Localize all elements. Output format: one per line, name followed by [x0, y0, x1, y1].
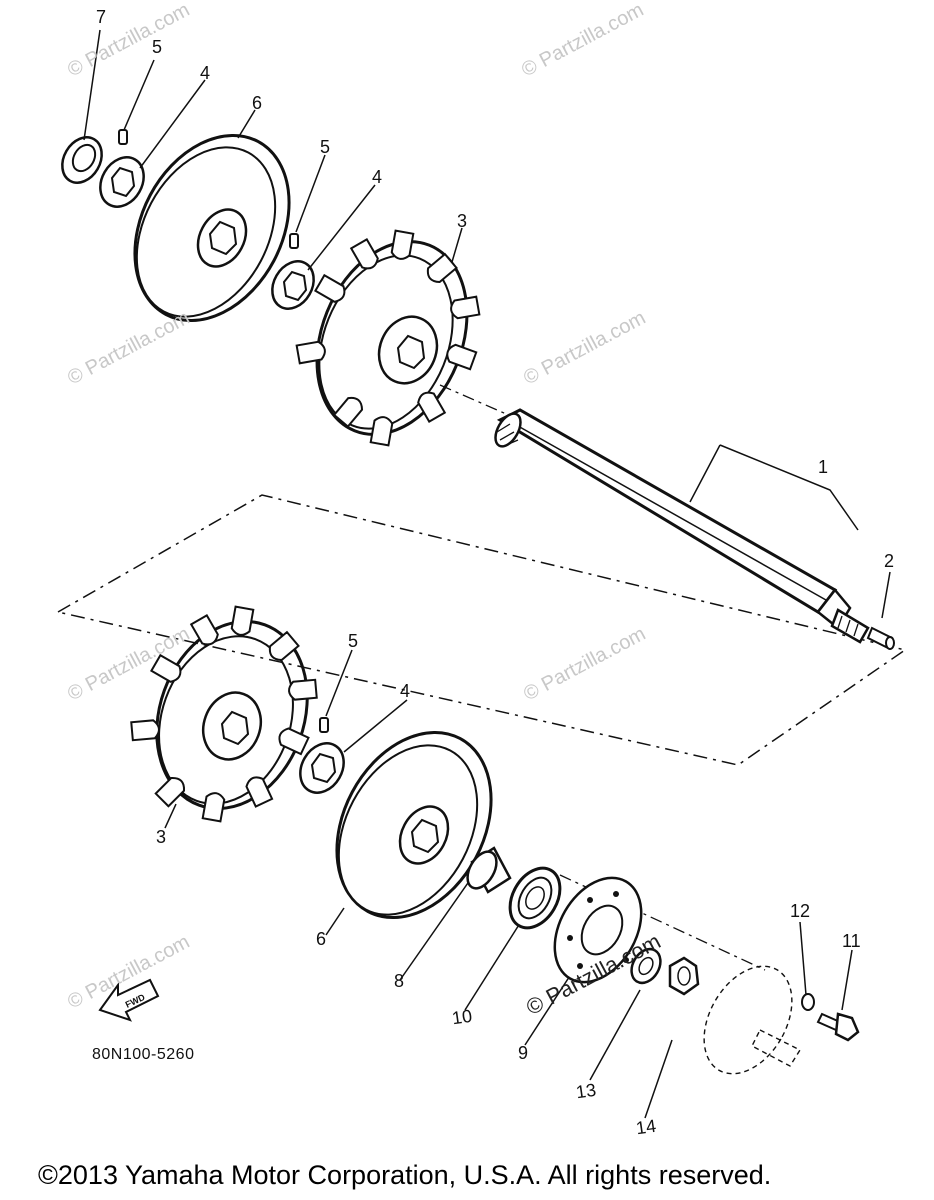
callout-10: 10 — [450, 1005, 474, 1029]
set-screw-5-top — [118, 129, 128, 145]
lock-washer-12 — [801, 993, 815, 1011]
diagram-code: 80N100-5260 — [92, 1046, 195, 1063]
hex-collar-4-top — [99, 156, 145, 208]
hex-collar-4-bottom — [299, 742, 345, 794]
callout-7: 7 — [96, 7, 107, 27]
callout-3: 3 — [457, 211, 468, 231]
callout-5: 5 — [320, 137, 331, 157]
bearing-housing-9 — [553, 876, 643, 984]
drive-sprocket-3-top — [295, 229, 481, 447]
drive-axle-1 — [494, 408, 870, 644]
callout-14: 14 — [634, 1115, 658, 1139]
washer-13 — [630, 947, 662, 985]
spacer-8 — [466, 846, 512, 894]
axle-pin-2 — [866, 626, 895, 650]
hex-collar-4-middle — [271, 260, 315, 310]
callout-1: 1 — [818, 457, 829, 477]
callout-6: 6 — [252, 93, 263, 113]
callout-9: 9 — [518, 1043, 529, 1063]
callout-3: 3 — [156, 827, 167, 847]
set-screw-5-middle — [289, 233, 299, 249]
idler-wheel-6-bottom — [335, 730, 493, 920]
bearing-10 — [508, 866, 562, 930]
idler-wheel-6-top — [133, 133, 291, 323]
set-screw-5-bottom — [319, 717, 329, 733]
copyright-notice: ©2013 Yamaha Motor Corporation, U.S.A. A… — [38, 1160, 772, 1190]
callout-4: 4 — [400, 681, 411, 701]
bolt-11 — [816, 1012, 860, 1042]
callout-2: 2 — [884, 551, 895, 571]
callout-8: 8 — [394, 971, 405, 991]
callout-5: 5 — [348, 631, 359, 651]
callout-12: 12 — [790, 901, 811, 921]
chassis-reference-dashed — [703, 965, 802, 1075]
callout-11: 11 — [842, 931, 861, 951]
callout-4: 4 — [372, 167, 383, 187]
callout-6: 6 — [316, 929, 327, 949]
fwd-direction-arrow: FWD — [98, 978, 160, 1022]
callout-5: 5 — [152, 37, 163, 57]
nut-14 — [668, 956, 700, 996]
drive-sprocket-3-bottom — [130, 605, 318, 823]
assembly-plane-outline — [55, 494, 907, 766]
callout-13: 13 — [574, 1079, 598, 1103]
collar-7 — [61, 136, 103, 184]
callout-4: 4 — [200, 63, 211, 83]
leader-lines — [83, 29, 891, 1119]
